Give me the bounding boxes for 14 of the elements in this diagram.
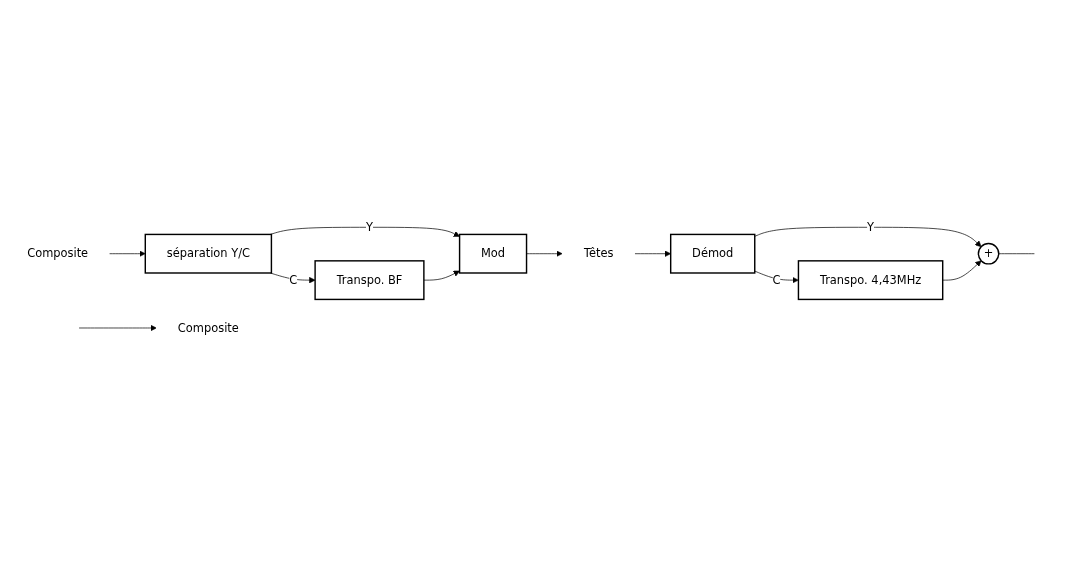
node-circle: + xyxy=(977,242,1000,265)
edge-label: C xyxy=(772,272,781,287)
node-text: Têtes xyxy=(583,246,614,260)
edge-label: Y xyxy=(366,219,373,234)
node-box: Transpo. BF xyxy=(314,259,425,300)
edge-label: C xyxy=(289,272,298,287)
node-text: Composite xyxy=(27,246,89,260)
node-box: Mod xyxy=(458,233,528,274)
connector xyxy=(998,252,1035,254)
node-text: Composite xyxy=(177,320,239,334)
node-box: séparation Y/C xyxy=(144,233,273,274)
node-box: Démod xyxy=(669,233,756,274)
node-box: Transpo. 4,43MHz xyxy=(797,259,944,300)
edge-label: Y xyxy=(867,219,875,234)
